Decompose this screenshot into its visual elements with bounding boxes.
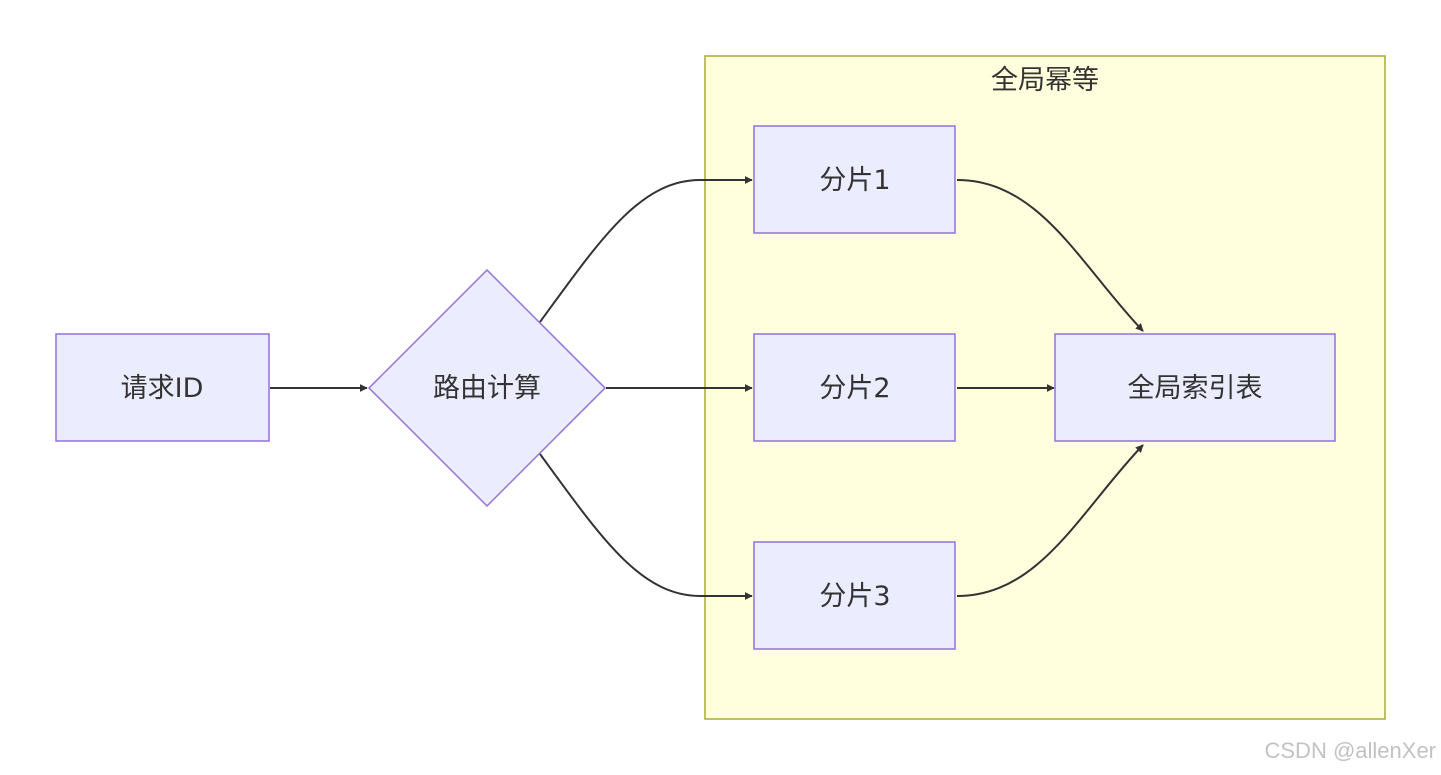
node-request-id: 请求ID	[55, 333, 270, 442]
node-shard3: 分片3	[753, 541, 956, 650]
cluster-title: 全局幂等	[991, 65, 1099, 96]
node-label-shard2: 分片2	[819, 373, 890, 404]
node-label-route-calc: 路由计算	[433, 373, 541, 404]
node-shard2: 分片2	[753, 333, 956, 442]
edges	[269, 176, 1144, 600]
node-box	[753, 541, 956, 650]
node-label-request-id: 请求ID	[121, 373, 204, 404]
node-route-calc: 路由计算	[367, 268, 607, 508]
edge-route-to-shard3	[539, 453, 753, 600]
node-label-shard3: 分片3	[819, 581, 890, 612]
node-box	[753, 333, 956, 442]
watermark-text: CSDN @allenXer	[1265, 738, 1437, 763]
node-box	[753, 125, 956, 234]
node-global-index: 全局索引表	[1054, 333, 1336, 442]
edge-shard3-to-index	[956, 444, 1144, 597]
node-box	[1054, 333, 1336, 442]
edge-shard1-to-index	[956, 179, 1144, 332]
edge-route-to-shard1	[539, 176, 753, 323]
decision-diamond	[367, 268, 607, 508]
node-label-global-index: 全局索引表	[1128, 373, 1263, 404]
node-shard1: 分片1	[753, 125, 956, 234]
node-label-shard1: 分片1	[819, 165, 890, 196]
node-box	[55, 333, 270, 442]
